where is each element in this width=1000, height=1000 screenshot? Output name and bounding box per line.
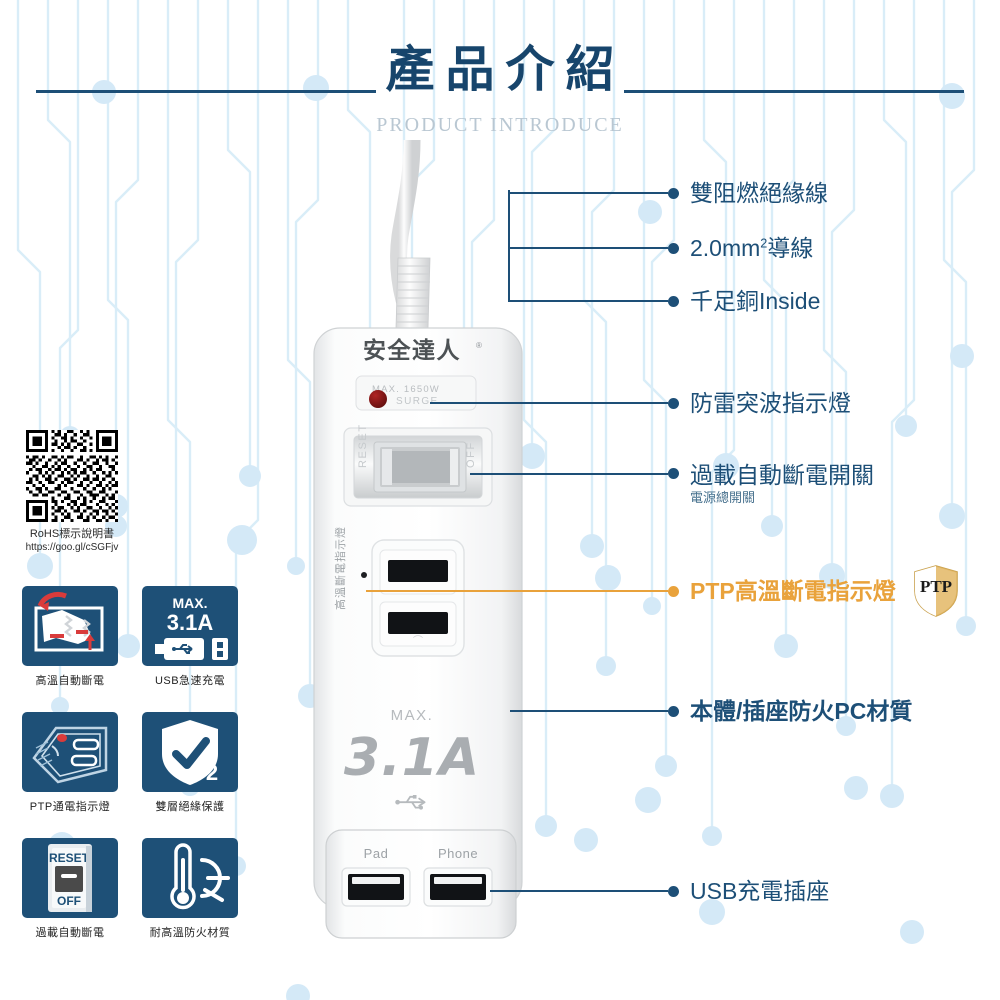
callout-leader-line: [490, 890, 668, 893]
feature-caption: PTP通電指示燈: [29, 801, 111, 813]
ptp-shield-icon: PTP: [914, 565, 958, 617]
svg-text:⌒: ⌒: [413, 635, 423, 647]
usb-max-label: MAX.: [173, 595, 208, 611]
ptp-badge-label: PTP: [920, 577, 952, 596]
thermometer-sun-icon: [142, 838, 238, 918]
feature-icon-grid: 高溫自動斷電 MAX. 3.1A USB急速充電: [22, 586, 238, 940]
callout-leader-line: [508, 247, 668, 250]
feature-caption: 高溫自動斷電: [35, 675, 105, 687]
page-title: 產品介紹: [385, 43, 626, 97]
callout-leader-line: [508, 300, 668, 303]
header-rule-left: [36, 90, 376, 93]
callout-wire-gauge: 2.0mm2導線: [508, 235, 813, 261]
callout-dot: [668, 187, 679, 199]
callout-ptp-thermal-indicator: PTP高溫斷電指示燈: [366, 578, 896, 604]
svg-text:高溫斷電指示燈: 高溫斷電指示燈: [333, 526, 347, 610]
usb-amp-label: 3.1A: [167, 610, 214, 635]
svg-text:RESET: RESET: [357, 423, 369, 468]
callout-label: 本體/插座防火PC材質: [690, 698, 913, 724]
page-subtitle: PRODUCT INTRODUCE: [376, 114, 624, 136]
callout-leader-line: [508, 192, 668, 195]
callout-copper-inside: 千足銅Inside: [508, 288, 820, 314]
usb-plug-icon: MAX. 3.1A: [142, 586, 238, 666]
qr-url: https://goo.gl/cSGFjv: [25, 542, 119, 554]
feature-tile-heat-fireproof[interactable]: 耐高溫防火材質: [142, 838, 238, 940]
callout-label: USB充電插座: [690, 878, 830, 904]
off-label: OFF: [57, 894, 81, 908]
rohs-qr-block[interactable]: RoHS標示說明書 https://goo.gl/cSGFjv: [18, 430, 126, 554]
feature-caption: 雙層絕緣保護: [155, 801, 225, 813]
callout-dot: [668, 885, 679, 897]
callout-leader-line: [366, 590, 668, 593]
shield-check-icon: 2: [142, 712, 238, 792]
feature-caption: USB急速充電: [154, 675, 226, 687]
callout-leader-line: [470, 473, 668, 475]
header-rule-right: [624, 90, 964, 93]
feature-tile-double-insulation[interactable]: 2 雙層絕緣保護: [142, 712, 238, 814]
feature-tile-overload-cutoff[interactable]: RESET OFF 過載自動斷電: [22, 838, 118, 940]
callout-dot: [668, 242, 679, 254]
callout-label: 千足銅Inside: [690, 288, 821, 314]
feature-tile-usb-fast-charge[interactable]: MAX. 3.1A USB急速充電: [142, 586, 238, 688]
svg-text:MAX.: MAX.: [391, 707, 434, 724]
callout-label: 防雷突波指示燈: [690, 390, 851, 416]
callout-usb-socket: USB充電插座: [490, 878, 829, 904]
insulation-level-badge: 2: [206, 760, 218, 785]
callout-dot: [668, 397, 679, 409]
svg-text:3.1A: 3.1A: [344, 728, 480, 788]
feature-tile-ptp-power-indicator[interactable]: PTP通電指示燈: [22, 712, 118, 814]
reset-off-switch-icon: RESET OFF: [22, 838, 118, 918]
svg-text:Pad: Pad: [364, 846, 389, 861]
thermal-cutoff-icon: [22, 586, 118, 666]
callout-fireproof-pc: 本體/插座防火PC材質: [510, 698, 912, 724]
svg-text:Phone: Phone: [438, 846, 478, 861]
feature-caption: 耐高溫防火材質: [149, 927, 231, 939]
callout-label: PTP高溫斷電指示燈: [690, 578, 896, 604]
svg-text:OFF: OFF: [465, 441, 477, 468]
callout-dot: [668, 585, 679, 597]
callout-overload-switch: 過載自動斷電開關 電源總開關: [470, 462, 874, 506]
svg-text:安全達人: 安全達人: [363, 337, 461, 364]
socket-indicator-icon: [22, 712, 118, 792]
callout-dot: [668, 468, 679, 479]
svg-text:SURGE: SURGE: [396, 396, 439, 407]
qr-caption: RoHS標示說明書: [29, 528, 115, 540]
cord-callout-bracket: [508, 190, 510, 300]
callout-label: 2.0mm2導線: [690, 235, 814, 261]
feature-caption: 過載自動斷電: [35, 927, 105, 939]
reset-label: RESET: [49, 851, 90, 865]
qr-code-image[interactable]: [26, 430, 118, 522]
callout-dot: [668, 295, 679, 307]
callout-leader-line: [430, 402, 668, 405]
callout-cord-insulation: 雙阻燃絕緣線: [508, 180, 828, 206]
callout-dot: [668, 705, 679, 717]
feature-tile-thermal-cutoff[interactable]: 高溫自動斷電: [22, 586, 118, 688]
callout-leader-line: [510, 710, 668, 713]
page-header: 產品介紹 PRODUCT INTRODUCE: [0, 22, 1000, 142]
callout-label: 過載自動斷電開關: [690, 462, 874, 488]
svg-text:MAX. 1650W: MAX. 1650W: [372, 384, 440, 395]
callout-sublabel: 電源總開關: [690, 490, 756, 506]
svg-text:®: ®: [476, 341, 482, 350]
callout-label: 雙阻燃絕緣線: [690, 180, 828, 206]
callout-surge-indicator: 防雷突波指示燈: [430, 390, 851, 416]
